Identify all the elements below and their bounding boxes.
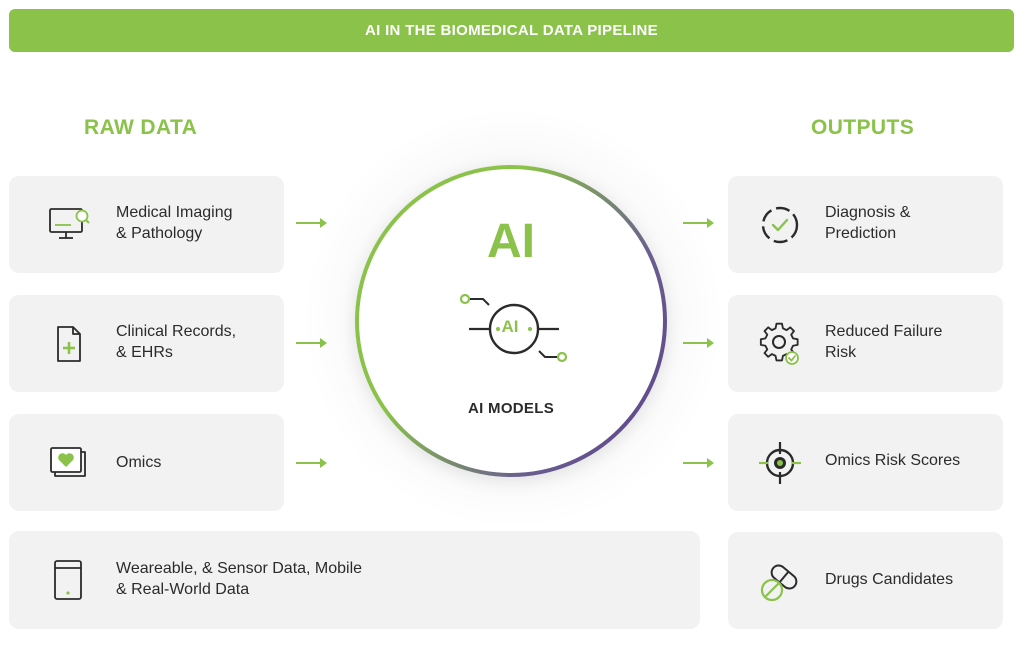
arrow-right-icon	[683, 218, 714, 228]
pill-blocked-icon	[758, 559, 802, 603]
output-card-reduced-failure: Reduced Failure Risk	[728, 295, 1003, 392]
input-label-line: & Pathology	[116, 225, 203, 242]
input-label-line: Clinical Records,	[116, 323, 237, 340]
arrow-right-icon	[683, 338, 714, 348]
ai-icon-label: AI	[501, 317, 519, 336]
arrow-right-icon	[296, 338, 327, 348]
output-card-drugs: Drugs Candidates	[728, 532, 1003, 629]
input-label-line: Weareable, & Sensor Data, Mobile	[116, 560, 363, 577]
input-card-clinical-records: Clinical Records, & EHRs	[9, 295, 284, 392]
output-label-line: Reduced Failure	[825, 323, 943, 340]
input-label-line: & Real-World Data	[116, 581, 250, 598]
arrow-right-icon	[683, 458, 714, 468]
ai-models-circle-inner: AI AI AI MODELS	[359, 169, 663, 473]
gear-check-icon	[758, 322, 802, 366]
input-label-line: Omics	[116, 454, 162, 471]
arrow-right-icon	[296, 458, 327, 468]
output-label: Diagnosis & Prediction	[825, 202, 995, 244]
output-label-line: Omics Risk Scores	[825, 452, 961, 469]
input-card-medical-imaging: Medical Imaging & Pathology	[9, 176, 284, 273]
output-card-omics-risk: Omics Risk Scores	[728, 414, 1003, 511]
output-label-line: Drugs Candidates	[825, 571, 954, 588]
dashed-check-circle-icon	[758, 203, 802, 247]
target-icon	[758, 441, 802, 485]
page-title: AI IN THE BIOMEDICAL DATA PIPELINE	[365, 22, 658, 39]
ai-models-caption: AI MODELS	[467, 400, 555, 417]
output-label-line: Prediction	[825, 225, 897, 242]
input-label: Medical Imaging & Pathology	[116, 202, 286, 244]
output-card-diagnosis: Diagnosis & Prediction	[728, 176, 1003, 273]
output-label: Omics Risk Scores	[825, 450, 995, 471]
medical-document-icon	[47, 322, 91, 366]
input-label: Weareable, & Sensor Data, Mobile & Real-…	[116, 558, 536, 600]
input-label-line: Medical Imaging	[116, 204, 233, 221]
output-label-line: Diagnosis &	[825, 204, 911, 221]
monitor-search-icon	[47, 203, 91, 247]
heart-gallery-icon	[47, 441, 91, 485]
input-label-line: & EHRs	[116, 344, 173, 361]
ai-models-circle: AI AI AI MODELS	[355, 165, 667, 477]
input-card-omics: Omics	[9, 414, 284, 511]
input-card-wearable: Weareable, & Sensor Data, Mobile & Real-…	[9, 531, 700, 629]
raw-data-heading: RAW DATA	[84, 116, 198, 139]
page-title-banner: AI IN THE BIOMEDICAL DATA PIPELINE	[9, 9, 1014, 52]
output-label: Drugs Candidates	[825, 569, 995, 590]
output-label-line: Risk	[825, 344, 857, 361]
outputs-heading: OUTPUTS	[811, 116, 915, 139]
input-label: Omics	[116, 452, 286, 473]
tablet-icon	[47, 558, 91, 602]
ai-circuit-icon	[459, 293, 568, 363]
input-label: Clinical Records, & EHRs	[116, 321, 286, 363]
ai-heading: AI	[487, 215, 535, 268]
output-label: Reduced Failure Risk	[825, 321, 995, 363]
arrow-right-icon	[296, 218, 327, 228]
